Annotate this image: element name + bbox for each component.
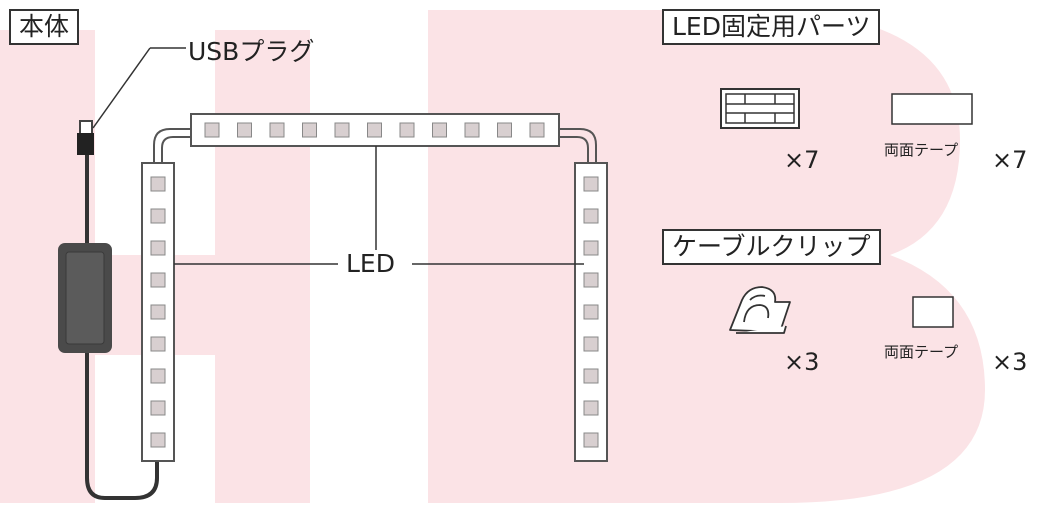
led-cell-left xyxy=(150,272,166,288)
led-cell-top xyxy=(237,122,252,138)
led-cell-right xyxy=(583,176,599,192)
tape-large-icon xyxy=(912,296,954,328)
cable-clip-icon xyxy=(729,286,791,334)
led-cell-right xyxy=(583,208,599,224)
led-cell-right xyxy=(583,432,599,448)
usb-plug-body xyxy=(77,133,94,155)
led-cell-left xyxy=(150,240,166,256)
main-unit-label: 本体 xyxy=(9,9,80,45)
led-cell-left xyxy=(150,176,166,192)
led-label: LED xyxy=(346,249,395,278)
led-cell-top xyxy=(432,122,447,138)
led-fixing-parts-label: LED固定用パーツ xyxy=(662,9,881,45)
tape-large-quantity: ×3 xyxy=(992,348,1028,376)
corner-connector-left xyxy=(153,128,193,162)
led-cell-right xyxy=(583,240,599,256)
watermark-letter-h xyxy=(0,0,400,503)
led-cell-left xyxy=(150,208,166,224)
led-cell-top xyxy=(464,122,480,138)
led-cell-left xyxy=(150,368,166,384)
tape-large-name: 両面テープ xyxy=(884,343,959,361)
led-cell-top xyxy=(269,122,285,138)
led-cell-left xyxy=(150,304,166,320)
led-cell-left xyxy=(150,432,166,448)
led-cell-right xyxy=(583,368,599,384)
power-cable xyxy=(85,352,159,500)
led-cell-top xyxy=(529,122,545,138)
usb-plug-metal xyxy=(79,120,93,135)
tape-small-icon xyxy=(891,93,973,125)
led-cell-top xyxy=(367,122,382,138)
led-cell-right xyxy=(583,272,599,288)
led-cell-top xyxy=(204,122,220,138)
led-cell-left xyxy=(150,400,166,416)
usb-plug-label: USBプラグ xyxy=(188,37,315,66)
led-cell-right xyxy=(583,304,599,320)
corner-connector-right xyxy=(557,128,597,162)
led-cell-top xyxy=(399,122,415,138)
bracket-quantity: ×7 xyxy=(784,146,820,174)
led-fixing-bracket-icon xyxy=(720,88,800,129)
led-cell-right xyxy=(583,400,599,416)
led-cell-right xyxy=(583,336,599,352)
led-cell-top xyxy=(497,122,512,138)
led-cell-top xyxy=(334,122,350,138)
tape-small-quantity: ×7 xyxy=(992,146,1028,174)
led-cell-left xyxy=(150,336,166,352)
cable-clip-label: ケーブルクリップ xyxy=(662,229,881,265)
usb-leader-line xyxy=(92,47,151,129)
clip-quantity: ×3 xyxy=(784,348,820,376)
tape-small-name: 両面テープ xyxy=(884,141,959,159)
led-cell-top xyxy=(302,122,317,138)
